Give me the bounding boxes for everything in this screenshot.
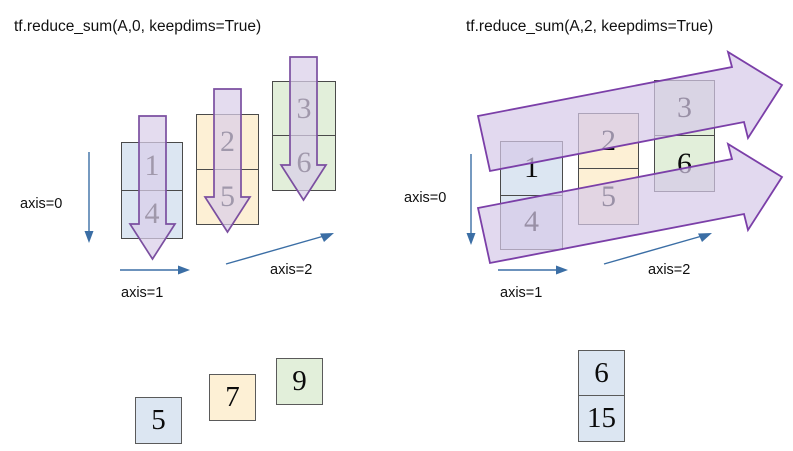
right-reduce-arrow-bottom xyxy=(476,142,784,265)
left-reduce-arrow-blue xyxy=(128,115,177,261)
left-title: tf.reduce_sum(A,0, keepdims=True) xyxy=(14,18,262,35)
left-reduce-arrow-yellow xyxy=(203,88,252,234)
left-axis1-label: axis=1 xyxy=(121,285,164,301)
left-result-green: 9 xyxy=(276,358,323,405)
right-title: tf.reduce_sum(A,2, keepdims=True) xyxy=(466,18,714,35)
left-result-yellow: 7 xyxy=(209,374,256,421)
right-result-stack: 6 15 xyxy=(578,350,625,442)
left-reduce-arrow-green xyxy=(279,56,328,202)
left-result-blue: 5 xyxy=(135,397,182,444)
right-result-cell-1: 15 xyxy=(587,402,616,434)
right-result-cell-0: 6 xyxy=(579,351,624,396)
right-axis2-arrow xyxy=(603,233,712,265)
left-axis0-arrow xyxy=(84,152,94,243)
left-axis1-arrow xyxy=(120,265,190,275)
left-axis2-arrow xyxy=(225,233,334,265)
right-axis0-label: axis=0 xyxy=(404,190,447,206)
right-axis1-arrow xyxy=(498,265,568,275)
right-axis0-arrow xyxy=(466,154,476,245)
left-axis2-label: axis=2 xyxy=(270,262,313,278)
left-diagram-panel: tf.reduce_sum(A,0, keepdims=True) axis=0… xyxy=(14,18,336,444)
left-axis0-label: axis=0 xyxy=(20,196,63,212)
right-axis1-label: axis=1 xyxy=(500,285,543,301)
right-reduce-arrow-top xyxy=(476,50,784,173)
right-diagram-panel: tf.reduce_sum(A,2, keepdims=True) axis=0… xyxy=(400,0,793,451)
right-axis2-label: axis=2 xyxy=(648,262,691,278)
